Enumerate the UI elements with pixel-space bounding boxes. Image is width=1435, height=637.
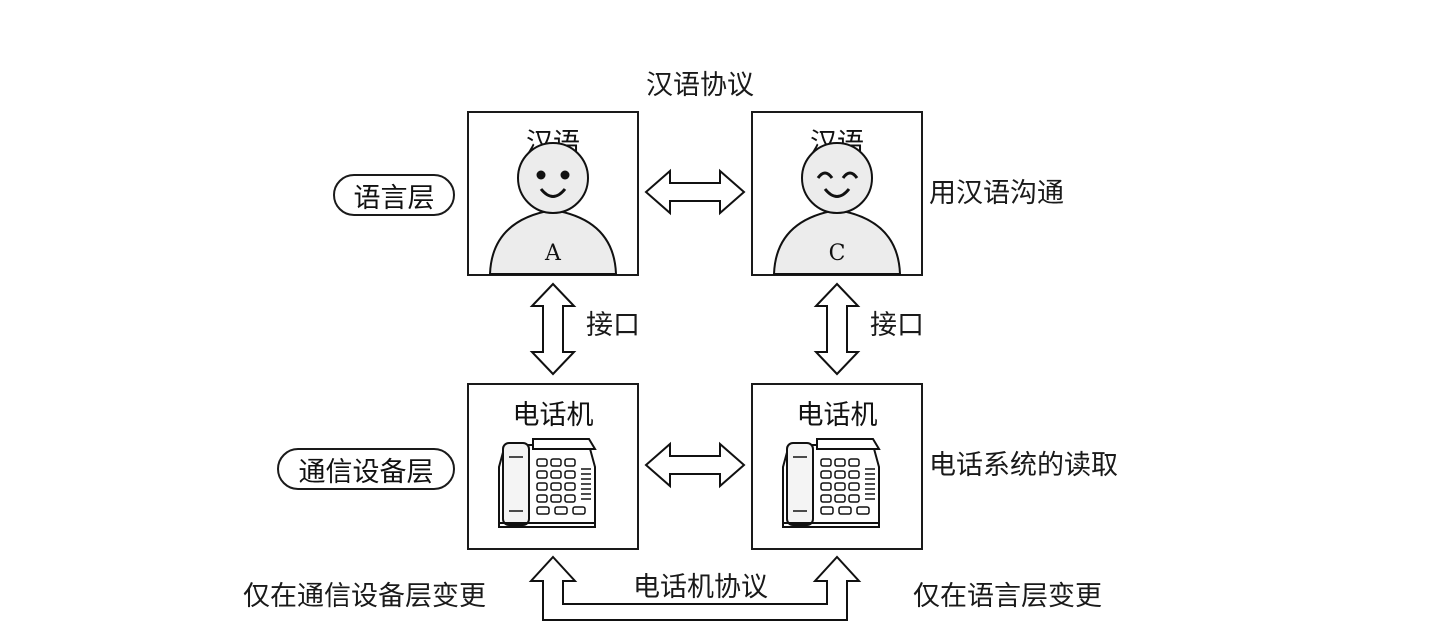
double-arrow-icon [528, 555, 862, 621]
double-arrow-icon [644, 441, 746, 489]
device-layer-pill: 通信设备层 [277, 448, 455, 490]
person-a-letter: A [544, 241, 562, 266]
interface-right-label: 接口 [870, 310, 924, 341]
double-arrow-icon [529, 282, 577, 376]
bottom-right-note: 仅在语言层变更 [913, 581, 1102, 612]
smiley-person-icon: A [488, 142, 618, 275]
right-phone-box-title: 电话机 [796, 400, 878, 431]
language-layer-label: 语言层 [353, 182, 435, 214]
double-arrow-icon [644, 168, 746, 216]
person-c-letter: C [829, 241, 846, 266]
happy-person-icon: C [772, 142, 902, 275]
left-phone-box-title: 电话机 [512, 400, 594, 431]
bottom-protocol-label: 电话机协议 [633, 572, 768, 603]
bottom-left-note: 仅在通信设备层变更 [243, 581, 486, 612]
double-arrow-icon [813, 282, 861, 376]
language-right-note: 用汉语沟通 [929, 178, 1064, 209]
telephone-icon [498, 438, 596, 528]
device-right-note: 电话系统的读取 [929, 450, 1118, 481]
top-protocol-label: 汉语协议 [646, 70, 754, 101]
interface-left-label: 接口 [586, 310, 640, 341]
language-layer-pill: 语言层 [333, 174, 455, 216]
right-phone-box: 电话机 [751, 383, 923, 550]
telephone-icon [782, 438, 880, 528]
device-layer-label: 通信设备层 [298, 456, 434, 488]
